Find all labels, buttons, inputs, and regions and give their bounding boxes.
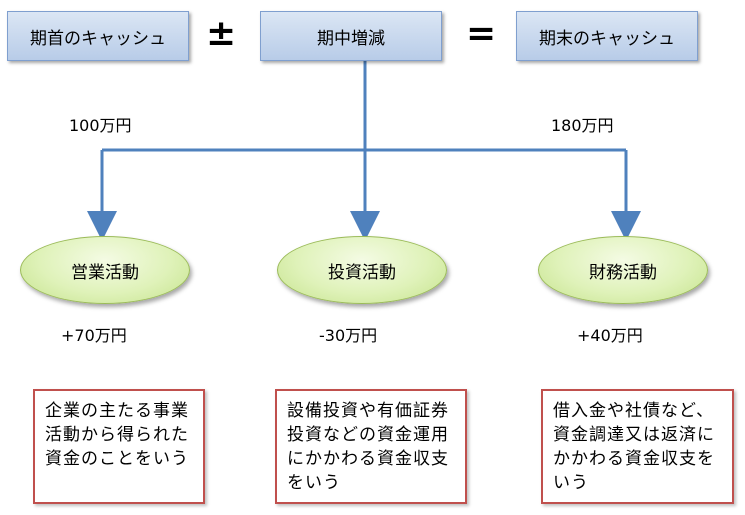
start-cash-box: 期首のキャッシュ bbox=[7, 11, 189, 61]
financing-activity-label: 財務活動 bbox=[589, 262, 657, 283]
investing-activity-ellipse: 投資活動 bbox=[277, 236, 447, 304]
plus-minus-operator: ± bbox=[206, 13, 237, 54]
period-change-box: 期中増減 bbox=[260, 11, 442, 61]
equals-operator: = bbox=[466, 13, 497, 54]
investing-activity-label: 投資活動 bbox=[328, 262, 396, 283]
investing-amount: -30万円 bbox=[319, 326, 378, 345]
operating-amount: +70万円 bbox=[61, 326, 127, 345]
financing-activity-ellipse: 財務活動 bbox=[538, 236, 708, 304]
financing-description: 借入金や社債など、資金調達又は返済にかかわる資金収支をいう bbox=[553, 401, 715, 493]
start-amount: 100万円 bbox=[69, 116, 132, 135]
financing-description-box: 借入金や社債など、資金調達又は返済にかかわる資金収支をいう bbox=[541, 389, 734, 504]
operating-activity-label: 営業活動 bbox=[71, 262, 139, 283]
investing-description: 設備投資や有価証券投資などの資金運用にかかわる資金収支をいう bbox=[287, 401, 449, 493]
investing-description-box: 設備投資や有価証券投資などの資金運用にかかわる資金収支をいう bbox=[275, 389, 467, 504]
end-cash-label: 期末のキャッシュ bbox=[539, 28, 675, 49]
end-amount: 180万円 bbox=[551, 116, 614, 135]
financing-amount: +40万円 bbox=[577, 326, 643, 345]
operating-description-box: 企業の主たる事業活動から得られた資金のことをいう bbox=[33, 389, 205, 504]
end-cash-box: 期末のキャッシュ bbox=[516, 11, 698, 61]
start-cash-label: 期首のキャッシュ bbox=[30, 28, 166, 49]
operating-description: 企業の主たる事業活動から得られた資金のことをいう bbox=[45, 401, 189, 469]
operating-activity-ellipse: 営業活動 bbox=[20, 236, 190, 304]
period-change-label: 期中増減 bbox=[317, 28, 385, 49]
